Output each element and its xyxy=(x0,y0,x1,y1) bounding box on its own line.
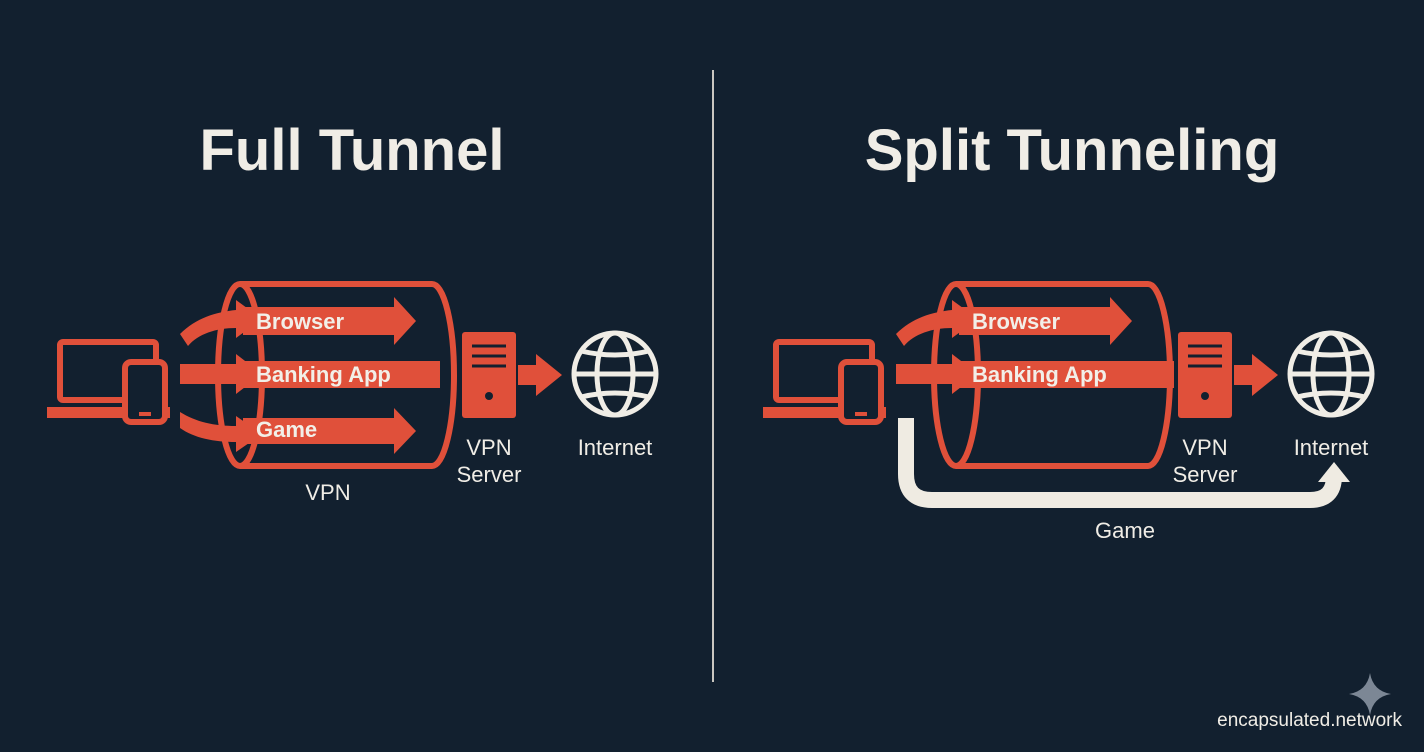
stream-arrow xyxy=(959,297,1132,345)
tunnel-label: VPN xyxy=(305,480,350,505)
vpn-tunnel-icon xyxy=(215,281,457,469)
full-tunnel-panel: Full Tunnel Browser Banking App Game xyxy=(47,118,656,505)
sparkle-icon xyxy=(1349,673,1391,715)
bypass-path xyxy=(898,418,1342,508)
bypass-label: Game xyxy=(1095,518,1155,543)
stream-label: Game xyxy=(256,417,317,442)
stream-label: Banking App xyxy=(256,362,391,387)
internet-label: Internet xyxy=(578,435,653,460)
stream-banking-app: Banking App xyxy=(243,361,440,388)
watermark: encapsulated.network xyxy=(1217,673,1402,731)
server-label-line1: VPN xyxy=(466,435,511,460)
split-tunneling-panel: Split Tunneling Browser Banking App Game xyxy=(763,118,1372,543)
full-tunnel-title: Full Tunnel xyxy=(200,118,505,183)
server-icon xyxy=(1176,330,1234,420)
stream-game: Game xyxy=(243,408,416,454)
stream-label: Browser xyxy=(256,309,344,334)
server-icon xyxy=(460,330,518,420)
watermark-text: encapsulated.network xyxy=(1217,710,1402,731)
bypass-route xyxy=(898,418,1350,508)
server-label-line1: VPN xyxy=(1182,435,1227,460)
server-label-line2: Server xyxy=(457,462,522,487)
phone-icon xyxy=(841,362,881,422)
bypass-arrowhead xyxy=(1318,462,1350,482)
stream-browser: Browser xyxy=(243,297,416,345)
phone-icon xyxy=(125,362,165,422)
split-tunneling-title: Split Tunneling xyxy=(865,118,1280,183)
globe-icon xyxy=(574,333,656,415)
server-label-line2: Server xyxy=(1173,462,1238,487)
stream-arrow xyxy=(243,297,416,345)
stream-banking-app: Banking App xyxy=(959,361,1174,388)
stream-browser: Browser xyxy=(959,297,1132,345)
stream-arrow xyxy=(243,408,416,454)
internet-label: Internet xyxy=(1294,435,1369,460)
stream-label: Browser xyxy=(972,309,1060,334)
globe-icon xyxy=(1290,333,1372,415)
stream-arrow xyxy=(243,361,440,388)
server-to-internet-arrow xyxy=(518,354,562,396)
stream-arrow xyxy=(959,361,1174,388)
server-to-internet-arrow xyxy=(1234,354,1278,396)
stream-label: Banking App xyxy=(972,362,1107,387)
